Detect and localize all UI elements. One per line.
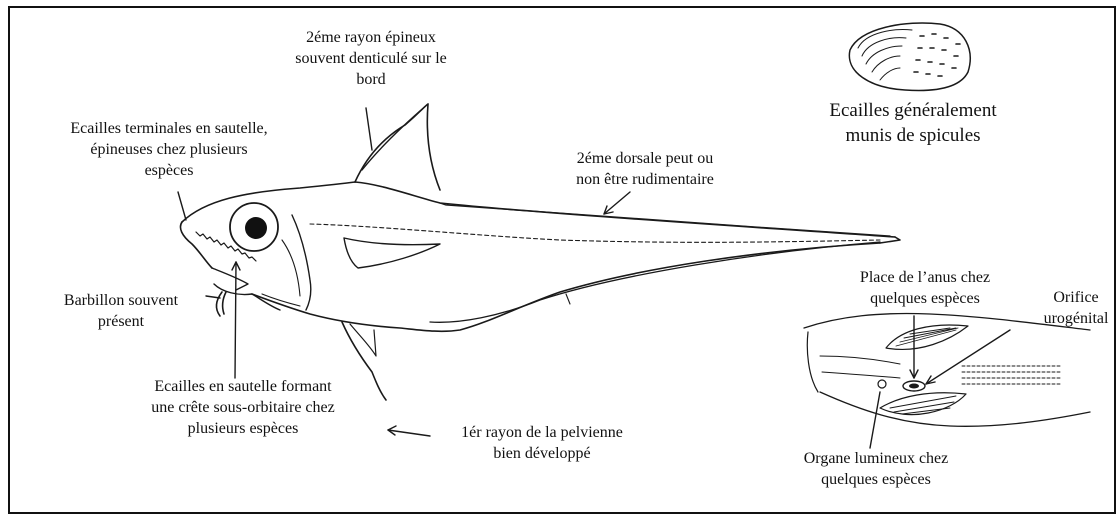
label-suborbital-crest: Ecailles en sautelle formant une crête s… [98, 376, 388, 439]
fish-eye-pupil [245, 217, 267, 239]
scale-rings [858, 30, 912, 80]
scale-outline [849, 23, 970, 90]
fish-head-outline [180, 222, 212, 268]
label-anus-place-line1: Place de l’anus chez [830, 267, 1020, 288]
fish-anal-tick [566, 294, 570, 304]
label-terminal-scales: Ecailles terminales en sautelle, épineus… [24, 118, 314, 181]
label-suborbital-crest-line3: plusieurs espèces [98, 418, 388, 439]
fish-lateral-line [310, 224, 880, 242]
pointer-light-organ [870, 392, 880, 448]
label-dorsal-spine-line2: souvent denticulé sur le [262, 48, 480, 69]
label-pelvic-ray: 1ér rayon de la pelvienne bien développé [422, 422, 662, 464]
label-light-organ-line1: Organe lumineux chez [776, 448, 976, 469]
fish-suborbital-crest [196, 232, 256, 261]
fish-tail-tip [880, 237, 900, 243]
label-barbel-line1: Barbillon souvent [36, 290, 206, 311]
ventral-left-edge [807, 332, 818, 392]
fish-barbel [216, 292, 226, 316]
label-scales-spicules-line1: Ecailles généralement [784, 98, 1042, 123]
label-second-dorsal-line1: 2éme dorsale peut ou [550, 148, 740, 169]
ventral-inner-lines [820, 356, 900, 378]
ventral-upper-fin-rays [896, 328, 958, 346]
label-urogenital: Orifice urogénital [1026, 287, 1118, 329]
label-scales-spicules: Ecailles généralement munis de spicules [784, 98, 1042, 148]
label-terminal-scales-line3: espèces [24, 160, 314, 181]
label-pelvic-ray-line1: 1ér rayon de la pelvienne [422, 422, 662, 443]
label-light-organ-line2: quelques espèces [776, 469, 976, 490]
scale-spicules [914, 34, 960, 76]
label-barbel: Barbillon souvent présent [36, 290, 206, 332]
pointer-dorsal-spine [366, 108, 372, 150]
ventral-light-organ [878, 380, 886, 388]
ventral-body-lower [820, 392, 1090, 426]
fish-pelvic-fin-inner [350, 324, 376, 356]
pointer-barbel [206, 296, 220, 298]
label-terminal-scales-line2: épineuses chez plusieurs [24, 139, 314, 160]
label-light-organ: Organe lumineux chez quelques espèces [776, 448, 976, 490]
fish-second-dorsal-fin [440, 203, 890, 236]
label-terminal-scales-line1: Ecailles terminales en sautelle, [24, 118, 314, 139]
label-second-dorsal: 2éme dorsale peut ou non être rudimentai… [550, 148, 740, 190]
label-anus-place: Place de l’anus chez quelques espèces [830, 267, 1020, 309]
fish-operculum-inner [282, 240, 300, 296]
fish-anal-fin [430, 242, 880, 322]
label-scales-spicules-line2: munis de spicules [784, 123, 1042, 148]
pointer-second-dorsal [604, 192, 630, 214]
fish-scale-icon [849, 23, 970, 90]
label-pelvic-ray-line2: bien développé [422, 443, 662, 464]
label-anus-place-line2: quelques espèces [830, 288, 1020, 309]
fish-operculum [292, 215, 311, 310]
fish-ventral-outline [252, 243, 880, 331]
pointer-suborbital [235, 262, 236, 378]
ventral-rear-hatching [962, 366, 1060, 384]
ventral-anus [909, 384, 919, 389]
label-suborbital-crest-line2: une crête sous-orbitaire chez [98, 397, 388, 418]
fish-pectoral-fin [344, 238, 440, 268]
label-dorsal-spine: 2éme rayon épineux souvent denticulé sur… [262, 27, 480, 90]
label-urogenital-line2: urogénital [1026, 308, 1118, 329]
pointer-terminal-scales [178, 192, 186, 220]
label-barbel-line2: présent [36, 311, 206, 332]
label-second-dorsal-line2: non être rudimentaire [550, 169, 740, 190]
label-urogenital-line1: Orifice [1026, 287, 1118, 308]
pointer-urogenital-head [926, 376, 935, 384]
label-suborbital-crest-line1: Ecailles en sautelle formant [98, 376, 388, 397]
label-dorsal-spine-line1: 2éme rayon épineux [262, 27, 480, 48]
pointer-urogenital [926, 330, 1010, 384]
label-dorsal-spine-line3: bord [262, 69, 480, 90]
